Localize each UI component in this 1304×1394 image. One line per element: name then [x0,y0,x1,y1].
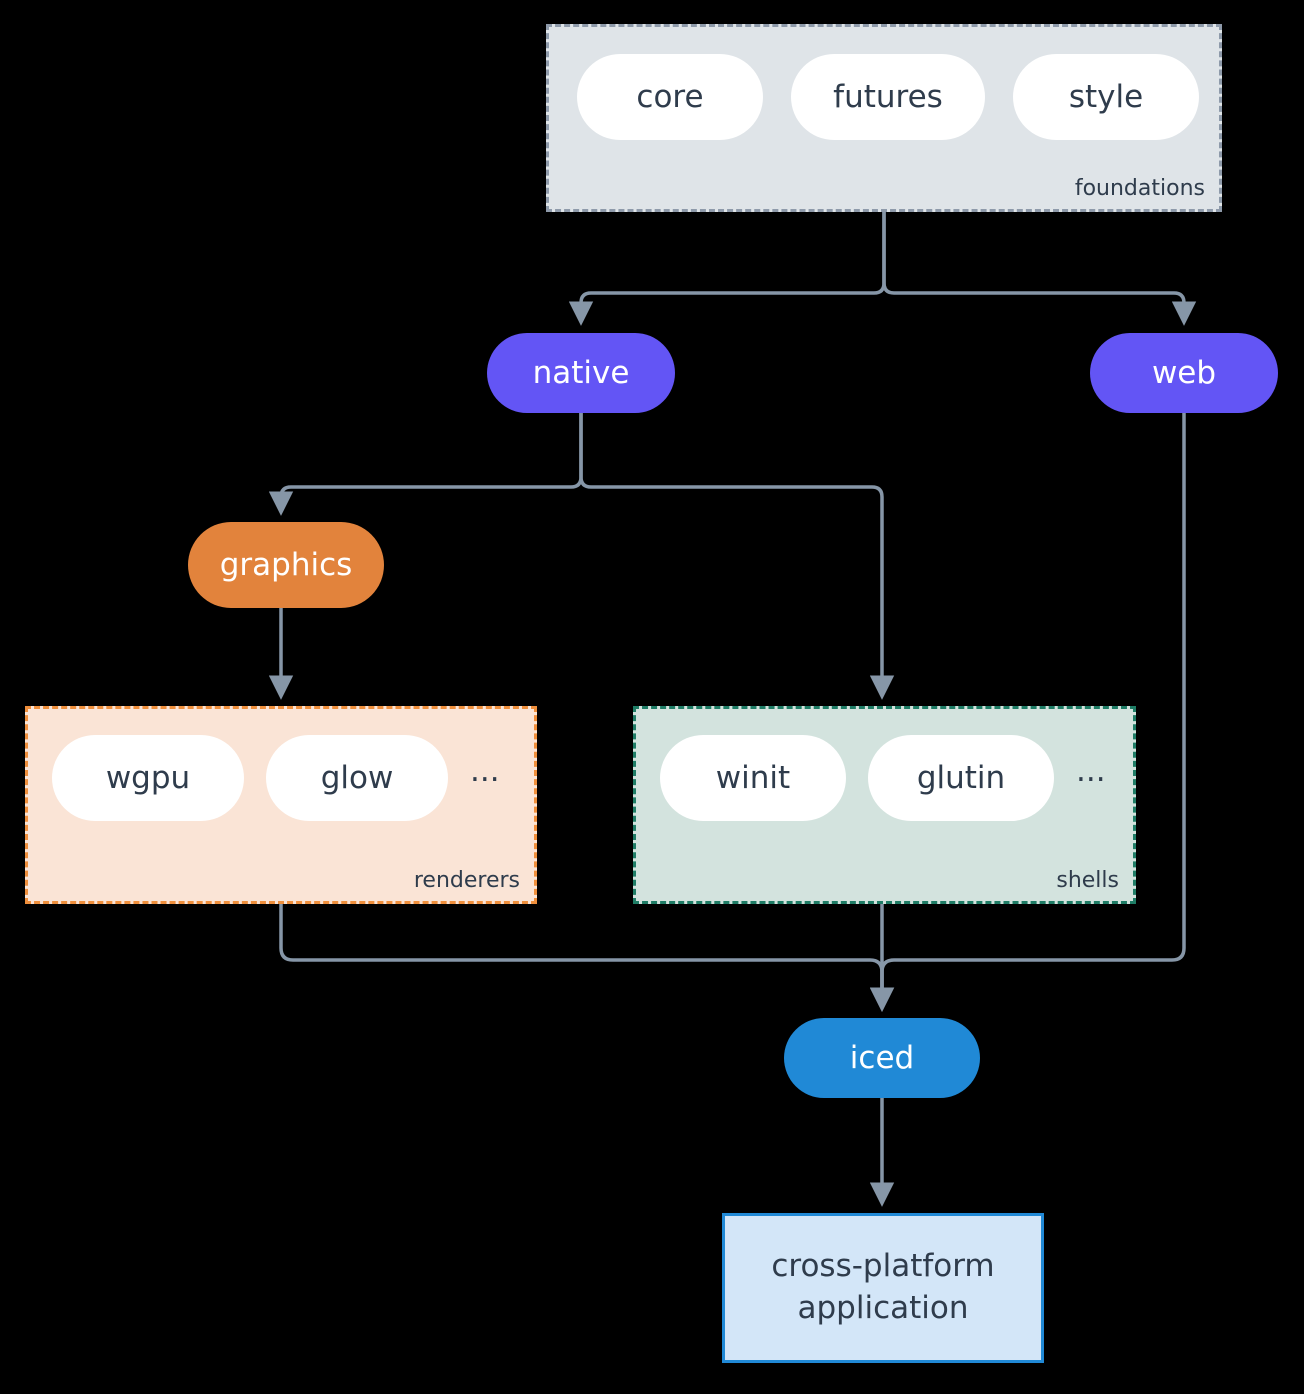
pill-core[interactable]: core [577,54,763,140]
cluster-label-foundations: foundations [1074,176,1205,201]
pill-futures[interactable]: futures [791,54,985,140]
shells-ellipsis: ... [1076,752,1106,789]
cluster-label-shells: shells [1056,868,1119,893]
edge-foundations-web [882,212,1197,326]
renderers-ellipsis: ... [470,752,500,789]
renderers-pill-row: wgpu glow ... [52,735,500,821]
pill-style[interactable]: style [1013,54,1199,140]
application-label-line2: application [797,1290,969,1326]
edge-native-graphics [268,413,583,516]
pill-glutin[interactable]: glutin [868,735,1054,821]
node-graphics[interactable]: graphics [188,522,384,608]
cluster-renderers: wgpu glow ... renderers [25,706,537,904]
edge-renderers-iced [279,904,895,1012]
foundations-pill-row: core futures style [577,54,1199,140]
application-label-line1: cross-platform [771,1248,995,1285]
node-web[interactable]: web [1090,333,1278,413]
edge-foundations-native [568,212,886,326]
node-native[interactable]: native [487,333,675,413]
pill-glow[interactable]: glow [266,735,448,821]
pill-winit[interactable]: winit [660,735,846,821]
cluster-shells: winit glutin ... shells [633,706,1136,904]
node-cross-platform-application[interactable]: cross-platform application [722,1213,1044,1363]
edge-native-shells [579,413,895,700]
shells-pill-row: winit glutin ... [660,735,1106,821]
cluster-label-renderers: renderers [413,868,520,893]
cluster-foundations: core futures style foundations [546,24,1222,212]
node-iced[interactable]: iced [784,1018,980,1098]
pill-wgpu[interactable]: wgpu [52,735,244,821]
